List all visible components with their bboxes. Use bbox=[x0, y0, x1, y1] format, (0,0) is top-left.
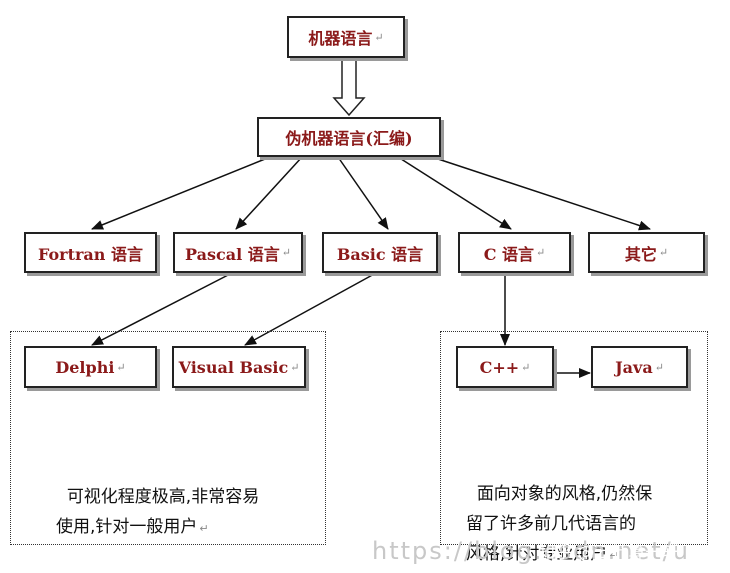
edge-pseudo-fortran bbox=[91, 156, 271, 230]
edge-basic-vb bbox=[244, 272, 377, 346]
edge-pseudo-other bbox=[431, 156, 651, 231]
note-right: 面向对象的风格,仍然保 留了许多前几代语言的 风格,针对专业用户↵ bbox=[466, 449, 652, 571]
node-visual-basic-label: Visual Basic bbox=[178, 357, 289, 377]
note-right-text: 面向对象的风格,仍然保 留了许多前几代语言的 风格,针对专业用户 bbox=[466, 484, 653, 564]
node-basic-label: Basic 语言 bbox=[336, 244, 424, 264]
paragraph-mark: ↵ bbox=[281, 246, 291, 259]
edge-pseudo-pascal bbox=[235, 156, 303, 230]
edge-pascal-delphi bbox=[91, 272, 233, 346]
paragraph-mark: ↵ bbox=[658, 246, 669, 259]
node-cpp: C++↵ bbox=[456, 346, 554, 388]
group-right bbox=[440, 331, 708, 545]
node-delphi-label: Delphi bbox=[55, 357, 115, 377]
node-c-label: C 语言 bbox=[483, 244, 535, 264]
node-pascal-label: Pascal 语言 bbox=[185, 244, 280, 264]
node-pseudo-machine-language-label: 伪机器语言(汇编) bbox=[285, 129, 413, 148]
node-pascal: Pascal 语言↵ bbox=[173, 232, 303, 273]
node-machine-language: 机器语言↵ bbox=[287, 16, 405, 58]
hollow-arrow bbox=[332, 57, 366, 117]
watermark-zhihu: 知乎 @云计算一轩 bbox=[538, 543, 680, 563]
paragraph-mark: ↵ bbox=[199, 522, 209, 535]
node-pseudo-machine-language: 伪机器语言(汇编) bbox=[257, 117, 441, 157]
note-left-text: 可视化程度极高,非常容易 使用,针对一般用户 bbox=[56, 487, 260, 537]
watermark-url: https://blog.csdn.net/u bbox=[372, 537, 690, 565]
paragraph-mark: ↵ bbox=[290, 360, 300, 374]
paragraph-mark: ↵ bbox=[609, 549, 619, 562]
node-visual-basic: Visual Basic↵ bbox=[172, 346, 306, 388]
node-machine-language-label: 机器语言 bbox=[308, 29, 373, 48]
node-c: C 语言↵ bbox=[458, 232, 571, 273]
paragraph-mark: ↵ bbox=[521, 360, 531, 374]
paragraph-mark: ↵ bbox=[374, 30, 384, 44]
node-delphi: Delphi↵ bbox=[24, 346, 157, 388]
node-other: 其它↵ bbox=[588, 232, 705, 273]
paragraph-mark: ↵ bbox=[536, 246, 546, 259]
node-cpp-label: C++ bbox=[479, 357, 520, 377]
node-basic: Basic 语言 bbox=[322, 232, 438, 273]
paragraph-mark: ↵ bbox=[116, 360, 126, 374]
note-left: 可视化程度极高,非常容易 使用,针对一般用户↵ bbox=[56, 452, 259, 544]
paragraph-mark: ↵ bbox=[654, 360, 664, 374]
node-java: Java↵ bbox=[591, 346, 688, 388]
node-fortran-label: Fortran 语言 bbox=[38, 244, 143, 264]
node-other-label: 其它 bbox=[624, 244, 657, 264]
node-fortran: Fortran 语言 bbox=[24, 232, 157, 273]
group-left bbox=[10, 331, 326, 545]
node-java-label: Java bbox=[615, 357, 653, 377]
edge-pseudo-basic bbox=[337, 156, 389, 230]
edge-pseudo-c bbox=[397, 156, 512, 230]
